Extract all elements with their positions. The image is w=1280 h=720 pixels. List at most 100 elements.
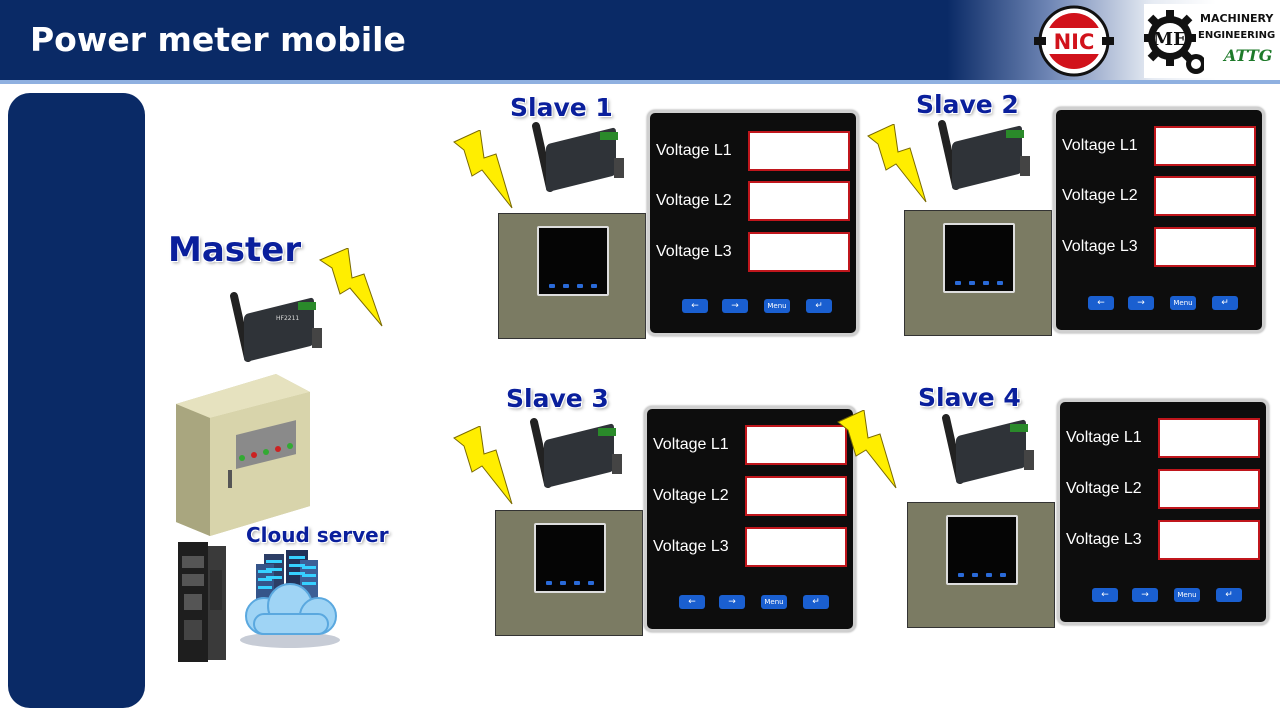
meter-row: Voltage L3 [1066,520,1266,562]
power-meter-display: Voltage L1 Voltage L2 Voltage L3 ← → Men… [647,110,859,336]
slave-router-icon [942,414,1034,484]
voltage-l2-value [748,181,850,221]
mini-meter-button [549,284,555,288]
mini-meter-button [983,281,989,285]
menu-button[interactable]: Menu [764,299,790,313]
mini-meter-button [969,281,975,285]
voltage-l1-value [745,425,847,465]
meter-row: Voltage L1 [1062,126,1262,168]
wireless-signal-icon [318,248,383,327]
meter-row: Voltage L2 [653,476,853,518]
mini-meter-button [1000,573,1006,577]
enter-button[interactable]: ↵ [806,299,832,313]
meter-row-label: Voltage L2 [653,487,729,504]
mini-meter-icon [943,223,1015,293]
mini-meter-button [591,284,597,288]
meter-row: Voltage L2 [1062,176,1262,218]
meter-row: Voltage L3 [653,527,853,569]
wireless-signal-icon [453,130,513,209]
gateway-device-icon [178,542,226,662]
power-meter-display: Voltage L1 Voltage L2 Voltage L3 ← → Men… [644,406,856,632]
slave-router-icon [938,120,1030,190]
device-model-text: HF2211 [276,315,299,322]
right-arrow-button[interactable]: → [1132,588,1158,602]
meter-row-label: Voltage L2 [1066,480,1142,497]
voltage-l3-value [745,527,847,567]
mini-meter-button [986,573,992,577]
right-arrow-button[interactable]: → [719,595,745,609]
voltage-l3-value [748,232,850,272]
mini-meter-icon [537,226,609,296]
meter-row-label: Voltage L3 [1066,531,1142,548]
machinery-text: MACHINERY [1200,12,1274,25]
power-meter-display: Voltage L1 Voltage L2 Voltage L3 ← → Men… [1053,107,1265,333]
attg-logo-text: ATTG [1224,46,1273,65]
meter-row: Voltage L3 [1062,227,1262,269]
meter-mount-panel [495,510,643,636]
menu-button[interactable]: Menu [1170,296,1196,310]
me-engineering-logo: ME MACHINERY ENGINEERING ATTG [1144,4,1278,78]
right-arrow-button[interactable]: → [1128,296,1154,310]
left-arrow-button[interactable]: ← [682,299,708,313]
meter-row: Voltage L3 [656,232,856,274]
mini-meter-button [577,284,583,288]
engineering-text: ENGINEERING [1198,30,1276,41]
left-arrow-button[interactable]: ← [1092,588,1118,602]
slave-router-icon [530,418,622,488]
sidebar-panel [8,93,145,708]
voltage-l2-value [1154,176,1256,216]
meter-mount-panel [907,502,1055,628]
meter-mount-panel [498,213,646,339]
enter-button[interactable]: ↵ [1212,296,1238,310]
menu-button[interactable]: Menu [1174,588,1200,602]
meter-row-label: Voltage L3 [653,538,729,555]
mini-meter-icon [946,515,1018,585]
mini-meter-button [972,573,978,577]
wireless-signal-icon [867,124,927,203]
meter-row-label: Voltage L2 [656,192,732,209]
master-router-icon: HF2211 [230,292,322,362]
meter-row-label: Voltage L1 [1066,429,1142,446]
power-meter-display: Voltage L1 Voltage L2 Voltage L3 ← → Men… [1057,399,1269,625]
voltage-l3-value [1154,227,1256,267]
slave-4-label: Slave 4 [918,383,1021,412]
voltage-l1-value [748,131,850,171]
meter-row: Voltage L1 [1066,418,1266,460]
slave-2-label: Slave 2 [916,90,1019,119]
mini-meter-button [997,281,1003,285]
voltage-l2-value [1158,469,1260,509]
voltage-l2-value [745,476,847,516]
meter-row-label: Voltage L3 [1062,238,1138,255]
meter-row-label: Voltage L2 [1062,187,1138,204]
meter-row: Voltage L2 [1066,469,1266,511]
control-cabinet-icon [176,374,310,536]
voltage-l3-value [1158,520,1260,560]
mini-meter-button [958,573,964,577]
nic-logo: NIC [1032,4,1116,78]
mini-meter-button [563,284,569,288]
menu-button[interactable]: Menu [761,595,787,609]
me-logo-text: ME [1153,29,1187,50]
enter-button[interactable]: ↵ [1216,588,1242,602]
header-divider [0,80,1280,84]
right-arrow-button[interactable]: → [722,299,748,313]
mini-meter-icon [534,523,606,593]
wireless-signal-icon [837,410,897,489]
meter-row-label: Voltage L1 [1062,137,1138,154]
left-arrow-button[interactable]: ← [1088,296,1114,310]
left-arrow-button[interactable]: ← [679,595,705,609]
mini-meter-button [560,581,566,585]
meter-row-label: Voltage L1 [656,142,732,159]
mini-meter-button [955,281,961,285]
slave-3-label: Slave 3 [506,384,609,413]
meter-mount-panel [904,210,1052,336]
meter-row: Voltage L1 [656,131,856,173]
mini-meter-button [588,581,594,585]
meter-row: Voltage L1 [653,425,853,467]
mini-meter-button [574,581,580,585]
master-label: Master [168,230,302,270]
voltage-l1-value [1154,126,1256,166]
cloud-server-label: Cloud server [246,523,389,547]
cloud-server-icon [240,550,340,648]
enter-button[interactable]: ↵ [803,595,829,609]
